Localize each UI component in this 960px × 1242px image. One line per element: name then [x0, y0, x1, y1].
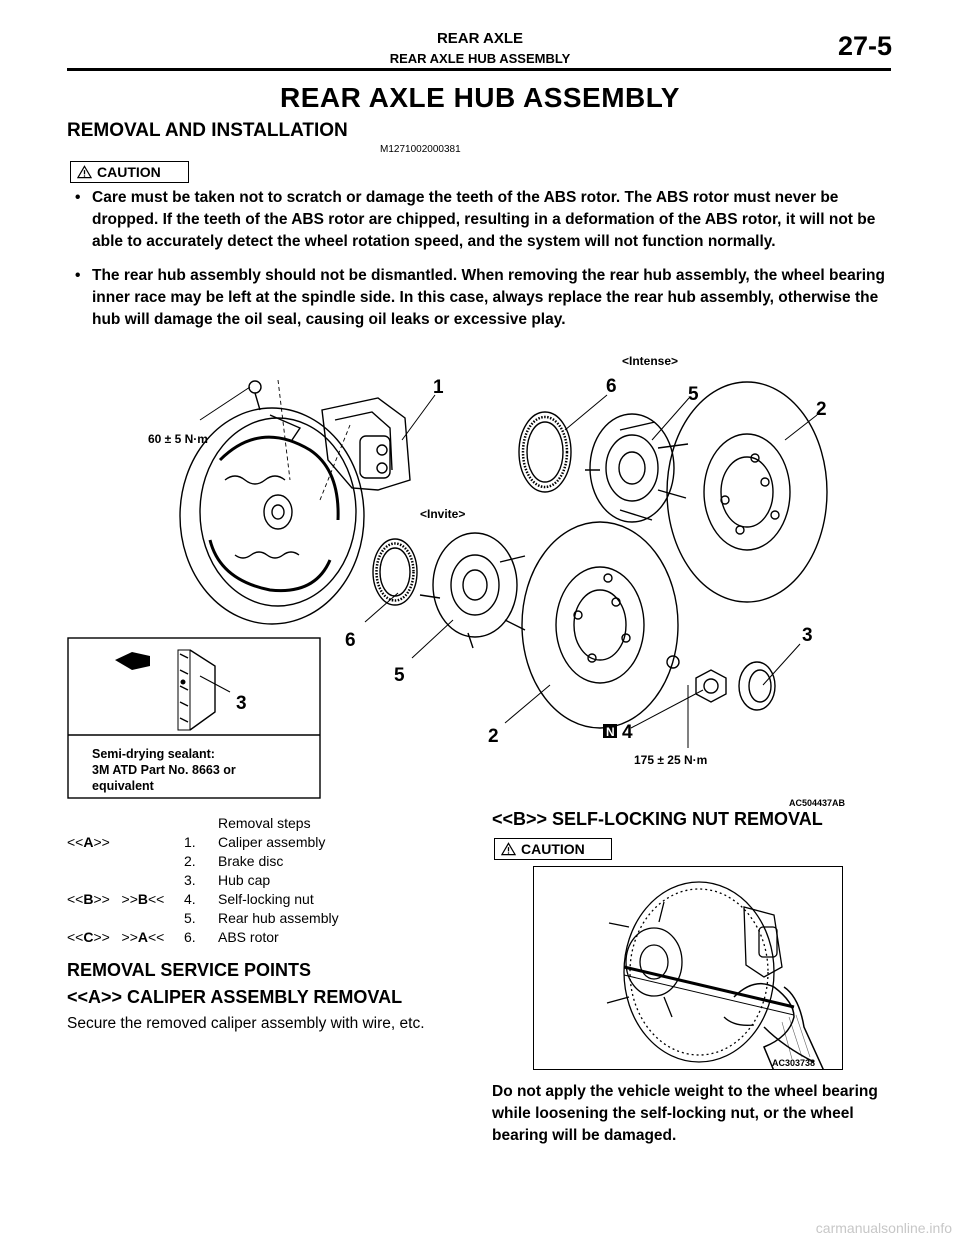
nut-removal-caution-text: Do not apply the vehicle weight to the w…: [492, 1083, 878, 1144]
caution-bullet: Care must be taken not to scratch or dam…: [72, 187, 892, 253]
step-number: 4.: [184, 891, 196, 907]
step-row: 5. Rear hub assembly: [67, 910, 467, 929]
sealant-line-3: equivalent: [92, 779, 155, 793]
watermark: carmanualsonline.info: [815, 1220, 952, 1236]
sealant-line-1: Semi-drying sealant:: [92, 747, 215, 761]
step-label: Rear hub assembly: [218, 910, 339, 926]
step-label: Hub cap: [218, 872, 271, 888]
callout-2-lower: 2: [488, 726, 499, 747]
exploded-view-figure: 60 ± 5 N·m <Intense> <Invite> 1 6 5 2 6 …: [60, 340, 910, 810]
page-number: 27-5: [837, 31, 892, 61]
warning-triangle-icon: [77, 165, 92, 179]
caution-box: CAUTION: [70, 161, 189, 183]
step-row: 2. Brake disc: [67, 853, 467, 872]
brake-disc-upper: [666, 381, 828, 603]
callout-1: 1: [433, 377, 444, 398]
step-label: Brake disc: [218, 853, 284, 869]
torque-lower-label: 175 ± 25 N·m: [634, 753, 707, 767]
callout-5-lower: 5: [394, 665, 405, 686]
step-number: 1.: [184, 834, 196, 850]
header-rule: [67, 68, 891, 71]
callout-2-upper: 2: [816, 399, 827, 420]
document-code: M1271002000381: [380, 144, 461, 155]
callout-3: 3: [802, 625, 813, 646]
torque-upper-label: 60 ± 5 N·m: [148, 432, 208, 446]
step-row: <<C>> >>A<< 6. ABS rotor: [67, 929, 467, 948]
intense-label: <Intense>: [622, 354, 678, 368]
subsection-title: REAR AXLE HUB ASSEMBLY: [389, 51, 571, 66]
sealant-line-2: 3M ATD Part No. 8663 or: [92, 763, 236, 777]
caution-label: CAUTION: [521, 841, 585, 857]
step-row: 3. Hub cap: [67, 872, 467, 891]
invite-label: <Invite>: [420, 507, 465, 521]
step-label: Caliper assembly: [218, 834, 326, 850]
figure-code: AC504437AB: [789, 798, 846, 808]
page-title: REAR AXLE HUB ASSEMBLY: [280, 82, 680, 113]
nut-removal-heading: <<B>> SELF-LOCKING NUT REMOVAL: [492, 809, 823, 829]
step-tag: <<A>>: [67, 834, 110, 850]
step-number: 5.: [184, 910, 196, 926]
step-label: Self-locking nut: [218, 891, 314, 907]
step-number: 2.: [184, 853, 196, 869]
caliper-removal-heading: <<A>> CALIPER ASSEMBLY REMOVAL: [67, 987, 403, 1007]
abs-ring-upper: [518, 411, 572, 493]
step-tag: <<B>> >>B<<: [67, 891, 165, 907]
brake-disc-lower: [521, 521, 679, 729]
step-row: <<A>> 1. Caliper assembly: [67, 834, 467, 853]
nut-removal-drawing: AC303738: [606, 881, 824, 1069]
backing-plate: [179, 407, 365, 625]
nut-removal-illustration: AC303738: [533, 866, 843, 1070]
photo-code: AC303738: [772, 1058, 815, 1068]
callout-3-inset: 3: [236, 693, 247, 714]
caution-bullets: Care must be taken not to scratch or dam…: [72, 187, 892, 343]
callout-5-upper: 5: [688, 384, 699, 405]
step-label: ABS rotor: [218, 929, 279, 945]
sealant-inset-box: [67, 637, 321, 799]
caution-label: CAUTION: [97, 164, 161, 180]
step-row: <<B>> >>B<< 4. Self-locking nut: [67, 891, 467, 910]
caliper-removal-text: Secure the removed caliper assembly with…: [67, 1015, 425, 1032]
removal-heading: REMOVAL AND INSTALLATION: [67, 120, 348, 141]
callout-6-lower: 6: [345, 630, 356, 651]
section-title: REAR AXLE: [436, 30, 524, 47]
step-number: 6.: [184, 929, 196, 945]
warning-triangle-icon: [501, 842, 516, 856]
callout-6-upper: 6: [606, 376, 617, 397]
exploded-view-drawing: 60 ± 5 N·m <Intense> <Invite> 1 6 5 2 6 …: [67, 354, 846, 808]
caution-box: CAUTION: [494, 838, 612, 860]
n-box-letter: N: [606, 725, 615, 739]
removal-steps-heading: Removal steps: [218, 815, 311, 831]
caution-bullet: The rear hub assembly should not be dism…: [72, 265, 892, 331]
step-number: 3.: [184, 872, 196, 888]
n-box: [603, 724, 617, 738]
step-tag: <<C>> >>A<<: [67, 929, 165, 945]
callout-4: 4: [622, 722, 633, 743]
service-points-heading: REMOVAL SERVICE POINTS: [67, 960, 312, 980]
